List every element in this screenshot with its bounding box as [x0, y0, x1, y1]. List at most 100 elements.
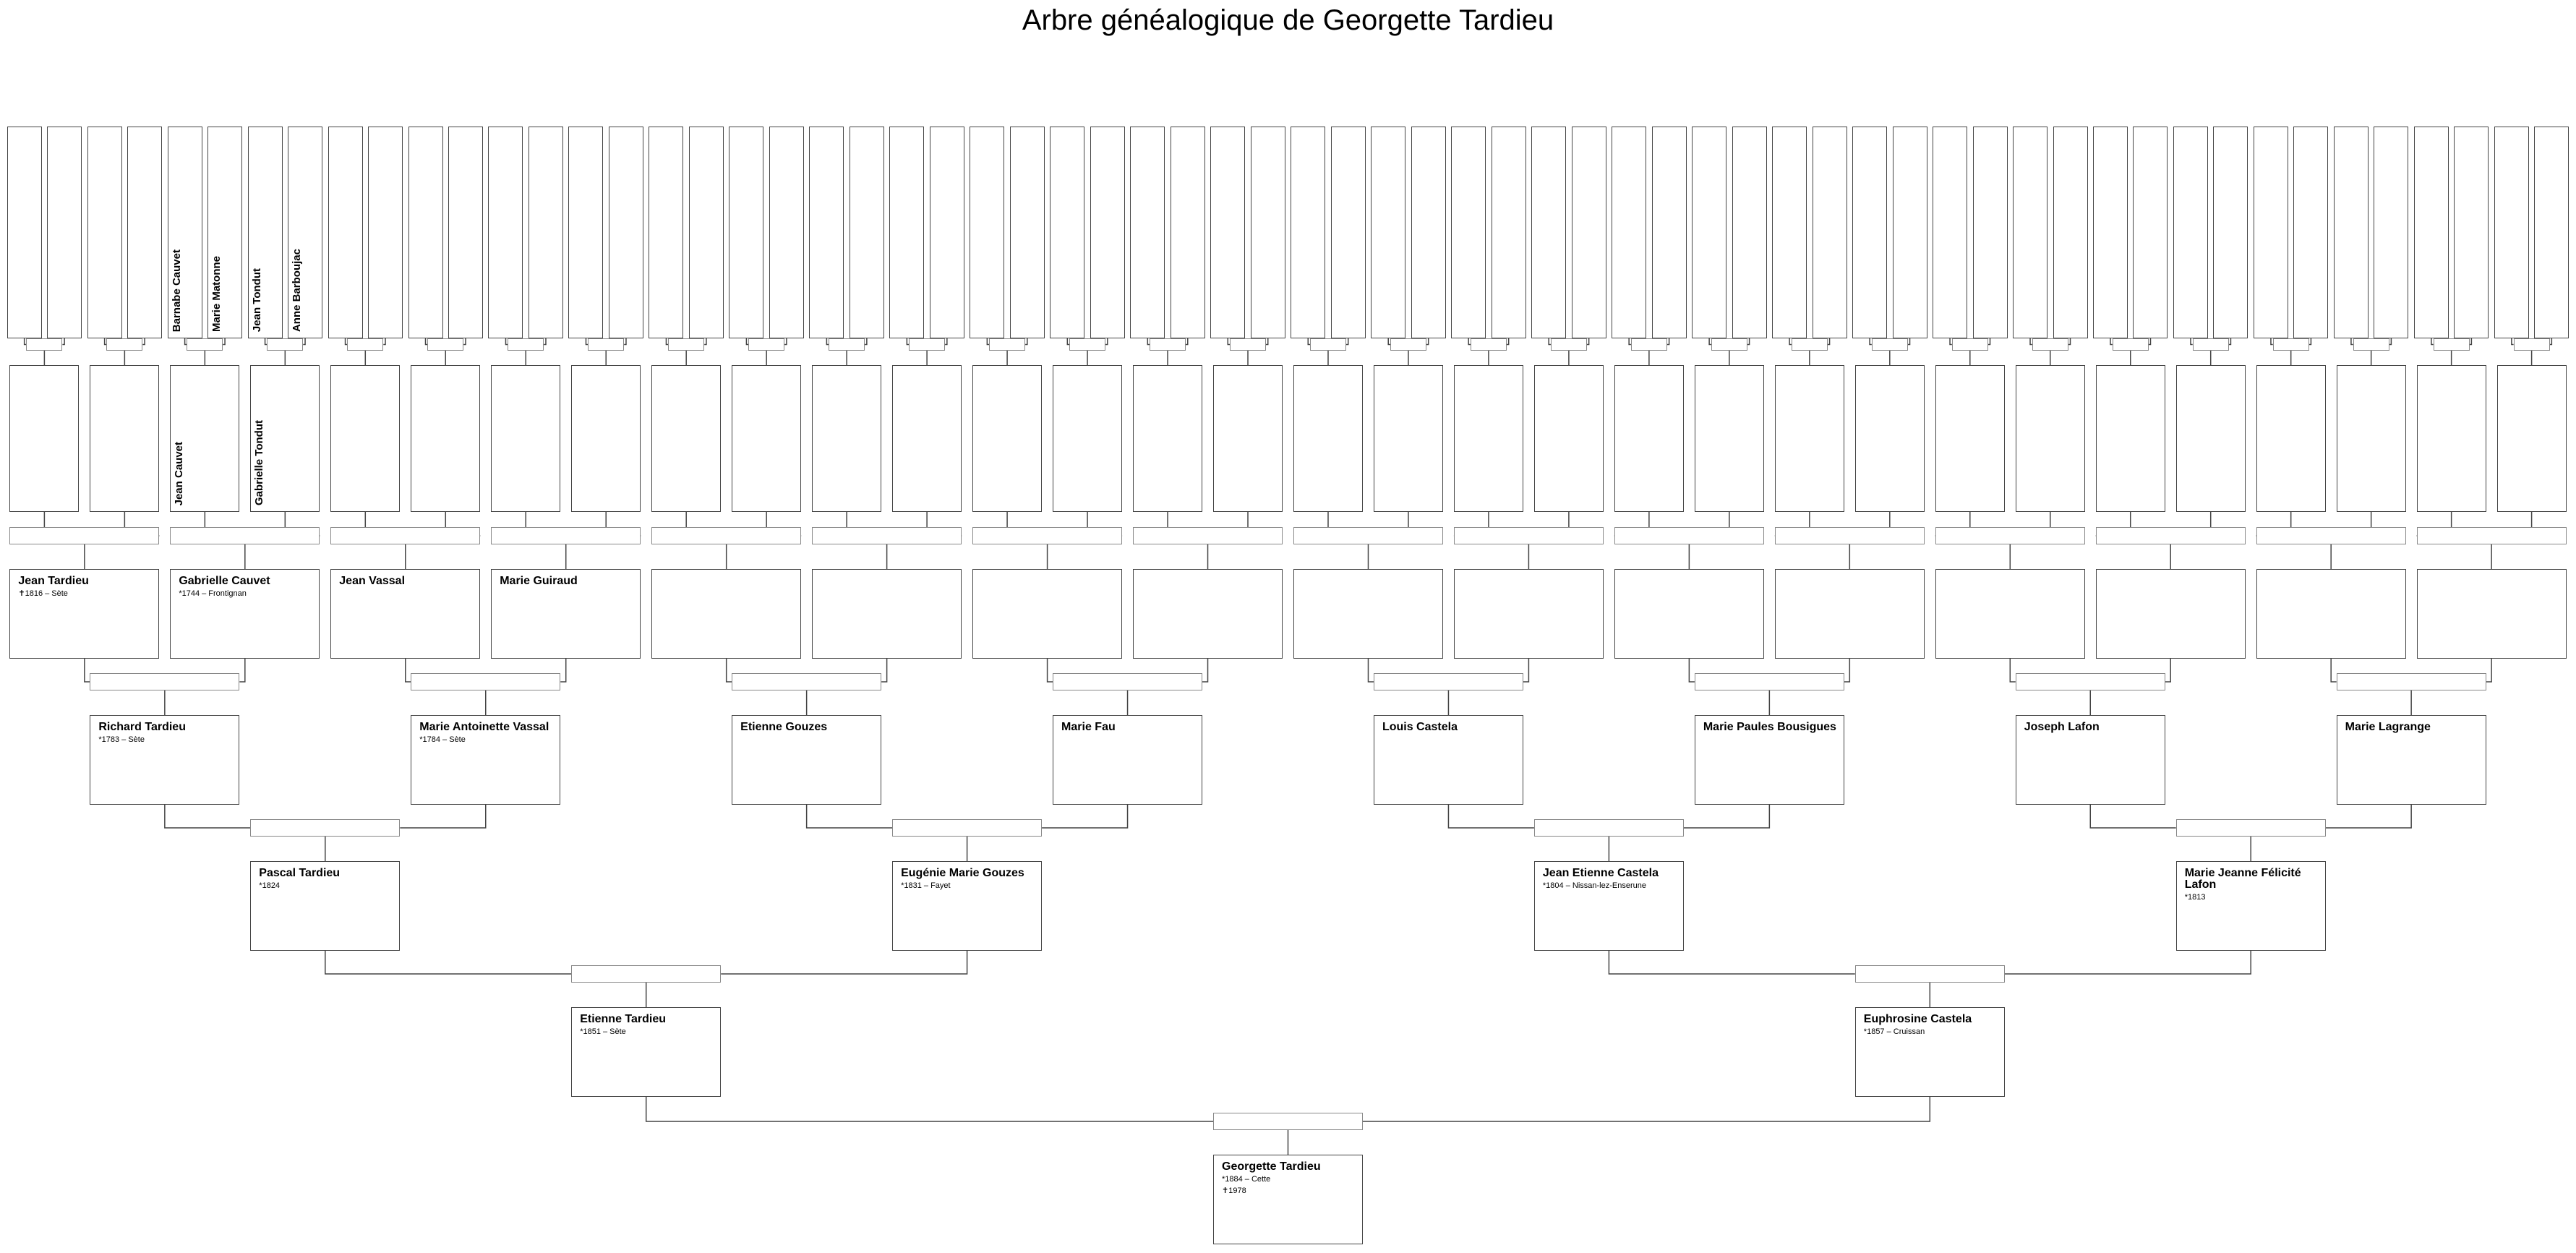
- person-box: Marie Jeanne Félicité Lafon*1813: [2175, 861, 2326, 951]
- person-name-text: Louis Castela: [1382, 721, 1458, 733]
- marriage-box: [1213, 1113, 1363, 1130]
- marriage-box: [1133, 527, 1283, 544]
- page-title: Arbre généalogique de Georgette Tardieu: [1022, 4, 1554, 36]
- marriage-box: [1711, 338, 1747, 351]
- person-details: *1824: [259, 881, 281, 890]
- ancestor-box: [2454, 127, 2489, 338]
- ancestor-box: [90, 365, 160, 512]
- ancestor-box: [1373, 365, 1443, 512]
- ancestor-box: [47, 127, 82, 338]
- ancestor-box: [929, 127, 964, 338]
- marriage-box: [1854, 965, 2005, 983]
- ancestor-name: Anne Barboujac: [291, 248, 304, 332]
- ancestor-box: [2053, 127, 2088, 338]
- connector-line: [784, 338, 787, 346]
- person-name-text: Marie Paules Bousigues: [1703, 721, 1836, 733]
- connector-line: [665, 338, 669, 346]
- ancestor-box: [2374, 127, 2409, 338]
- marriage-box: [1390, 338, 1426, 351]
- connector-line: [725, 659, 732, 683]
- connector-line: [1827, 338, 1831, 346]
- marriage-box: [668, 338, 705, 351]
- marriage-box: [170, 527, 320, 544]
- person-box: [2095, 569, 2246, 659]
- marriage-box: [1453, 527, 1604, 544]
- connector-line: [1683, 805, 1771, 829]
- marriage-box: [1373, 673, 1523, 690]
- connector-line: [1042, 805, 1129, 829]
- ancestor-box: [1614, 365, 1684, 512]
- ancestor-box: [2173, 127, 2208, 338]
- connector-line: [2009, 659, 2016, 683]
- connector-line: [1367, 659, 1374, 683]
- marriage-box: [2095, 527, 2246, 544]
- ancestor-box: [1612, 127, 1647, 338]
- marriage-box: [1309, 338, 1346, 351]
- person-name: Marie Jeanne Félicité Lafon*1813: [2185, 868, 2319, 902]
- marriage-box: [972, 527, 1123, 544]
- person-name-text: Eugénie Marie Gouzes: [901, 867, 1024, 879]
- ancestor-box: Gabrielle Tondut: [250, 365, 320, 512]
- ancestor-box: [812, 365, 882, 512]
- ancestor-box: [1732, 127, 1767, 338]
- ancestor-name: Barnabe Cauvet: [170, 249, 183, 332]
- marriage-box: [1533, 819, 1684, 837]
- ancestor-box: [2494, 127, 2529, 338]
- connector-line: [2549, 338, 2553, 346]
- connector-line: [1628, 338, 1631, 346]
- connector-line: [721, 951, 968, 975]
- connector-line: [184, 338, 187, 346]
- connector-line: [62, 338, 65, 346]
- ancestor-box: [328, 127, 363, 338]
- marriage-box: [2513, 338, 2550, 351]
- connector-line: [1608, 951, 1855, 975]
- connector-line: [986, 338, 990, 346]
- person-name: Louis Castela: [1382, 722, 1517, 733]
- person-box: [2416, 569, 2567, 659]
- ancestor-box: [1812, 127, 1847, 338]
- connector-line: [383, 338, 386, 346]
- ancestor-box: [2413, 127, 2449, 338]
- connector-line: [424, 338, 428, 346]
- connector-line: [1907, 338, 1911, 346]
- marriage-box: [1791, 338, 1828, 351]
- connector-line: [239, 659, 246, 683]
- person-box: Marie Fau: [1053, 715, 1203, 805]
- connector-line: [325, 951, 572, 975]
- person-details: *1857 – Cruissan: [1863, 1027, 1925, 1036]
- person-name: Eugénie Marie Gouzes*1831 – Fayet: [901, 868, 1035, 891]
- person-box: [812, 569, 962, 659]
- connector-line: [1844, 659, 1851, 683]
- connector-line: [2004, 951, 2251, 975]
- connector-line: [1426, 338, 1429, 346]
- ancestor-box: [528, 127, 563, 338]
- marriage-box: [1150, 338, 1186, 351]
- marriage-box: [748, 338, 785, 351]
- marriage-box: [1871, 338, 1908, 351]
- ancestor-box: Marie Matonne: [207, 127, 243, 338]
- person-box: Eugénie Marie Gouzes*1831 – Fayet: [892, 861, 1043, 951]
- person-box: Joseph Lafon: [2015, 715, 2165, 805]
- connector-line: [1869, 338, 1872, 346]
- ancestor-box: [809, 127, 844, 338]
- ancestor-box: [769, 127, 804, 338]
- ancestor-box: [732, 365, 802, 512]
- connector-line: [2148, 338, 2152, 346]
- connector-line: [2325, 805, 2412, 829]
- ancestor-box: Jean Tondut: [247, 127, 283, 338]
- person-box: [1614, 569, 1764, 659]
- ancestor-box: [1133, 365, 1203, 512]
- ancestor-box: [2092, 127, 2128, 338]
- ancestor-box: [488, 127, 523, 338]
- ancestor-box: [9, 365, 80, 512]
- connector-line: [2068, 338, 2071, 346]
- ancestor-box: Anne Barboujac: [288, 127, 323, 338]
- ancestor-box: [491, 365, 561, 512]
- connector-line: [2190, 338, 2193, 346]
- connector-line: [1548, 338, 1551, 346]
- ancestor-box: [2175, 365, 2246, 512]
- connector-line: [2486, 659, 2492, 683]
- ancestor-box: [972, 365, 1043, 512]
- marriage-box: [2272, 338, 2309, 351]
- connector-line: [2228, 338, 2232, 346]
